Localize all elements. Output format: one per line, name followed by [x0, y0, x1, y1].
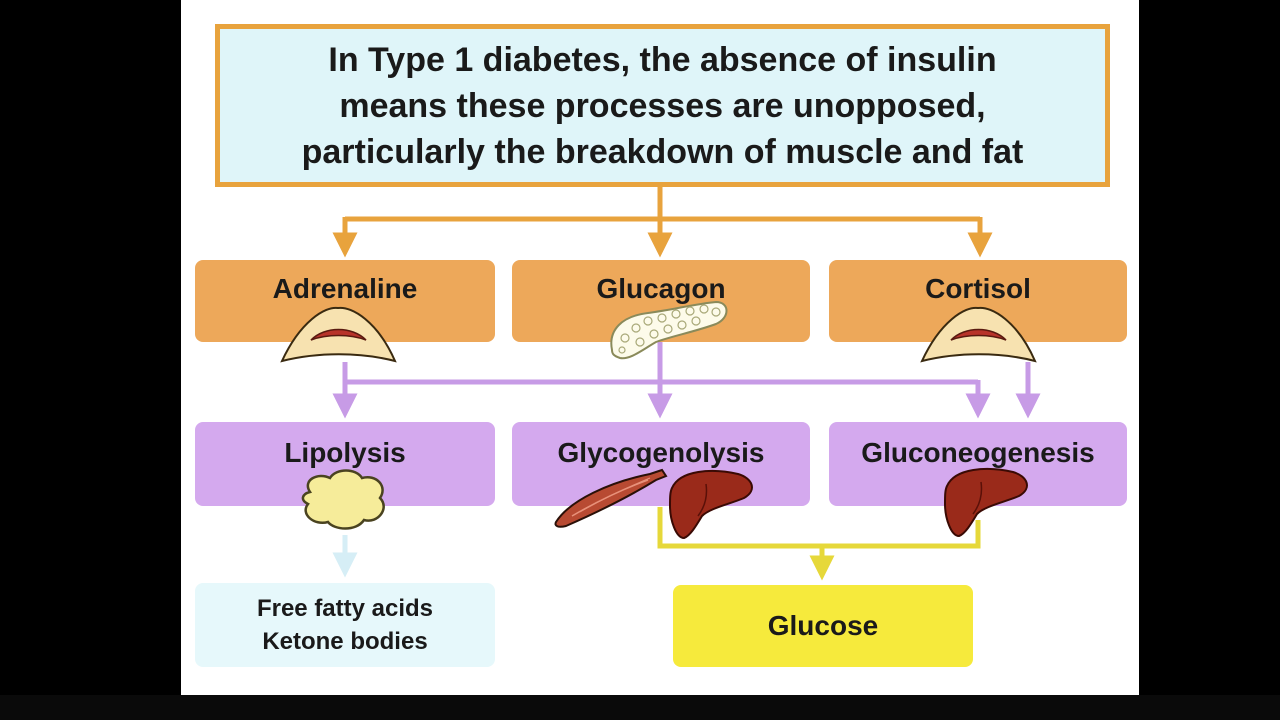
adrenal-gland-icon	[920, 306, 1037, 363]
process-label-glycogenolysis: Glycogenolysis	[557, 437, 765, 468]
output-line-ketone-bodies: Ketone bodies	[262, 628, 428, 655]
pancreas-icon	[610, 300, 728, 360]
output-label-glucose: Glucose	[767, 610, 879, 641]
liver-icon	[943, 467, 1028, 538]
output-box-fatty-acids: Free fatty acids Ketone bodies	[195, 583, 495, 667]
output-box-glucose: Glucose	[673, 585, 973, 667]
process-label-lipolysis: Lipolysis	[284, 437, 406, 468]
output-line-free-fatty-acids: Free fatty acids	[256, 595, 434, 622]
hormone-label-adrenaline: Adrenaline	[272, 273, 418, 304]
hormone-label-cortisol: Cortisol	[925, 273, 1031, 304]
title-line-1: In Type 1 diabetes, the absence of insul…	[328, 40, 997, 79]
hormone-label-glucagon: Glucagon	[596, 273, 726, 304]
fat-cell-icon	[301, 469, 385, 530]
adrenal-gland-icon	[280, 306, 397, 363]
title-line-2: means these processes are unopposed,	[339, 86, 986, 125]
process-label-gluconeogenesis: Gluconeogenesis	[861, 437, 1095, 468]
title-to-hormones-arrows	[332, 187, 993, 258]
hormone-box-adrenaline: Adrenaline	[195, 260, 495, 342]
processes-to-glucose-arrows	[657, 507, 981, 581]
process-box-glycogenolysis: Glycogenolysis	[512, 422, 810, 506]
hormones-to-processes-arrows	[332, 342, 1041, 419]
muscle-icon	[554, 468, 668, 528]
title-box: In Type 1 diabetes, the absence of insul…	[215, 24, 1110, 187]
video-bottom-bar	[0, 695, 1280, 720]
title-line-3: particularly the breakdown of muscle and…	[301, 132, 1024, 171]
liver-icon	[668, 469, 753, 540]
